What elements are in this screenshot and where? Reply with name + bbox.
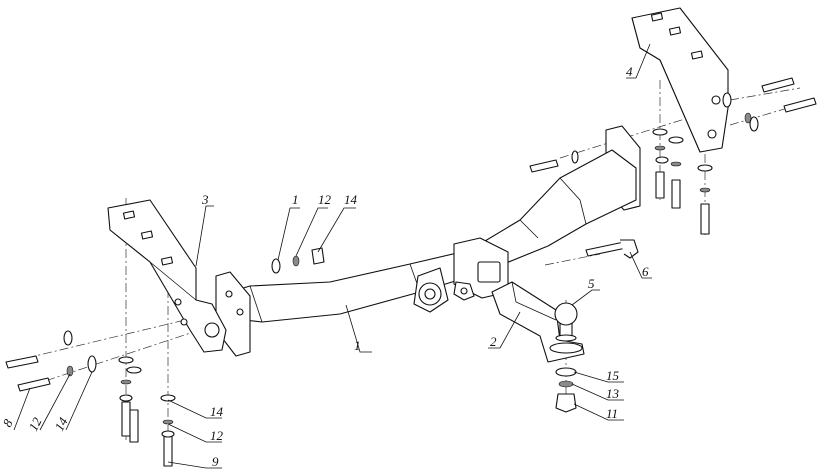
- label-washer-bottom-big: 14: [210, 404, 224, 419]
- ball-hardware: [555, 367, 577, 413]
- label-right-bracket: 4: [626, 64, 633, 79]
- label-washer-bottom: 12: [210, 428, 224, 443]
- label-washer-left-big: 14: [51, 414, 71, 433]
- label-tow-ball: 5: [588, 276, 595, 291]
- label-frame-bar-top: 1: [292, 192, 299, 207]
- right-bracket: [631, 7, 729, 153]
- label-nut-ball: 11: [606, 406, 618, 421]
- part-labels: 1 2 3 4 5 6 8 12 14 12 1 14 14 12 9 15 1…: [0, 64, 649, 469]
- label-washer-top: 12: [318, 192, 332, 207]
- left-vertical-bolts: [118, 356, 176, 467]
- left-bracket: [107, 199, 227, 353]
- label-bolt-left: 8: [0, 416, 16, 429]
- hitch-pin: [585, 239, 639, 259]
- left-bolt-set: [5, 330, 97, 392]
- top-hardware: [271, 247, 325, 274]
- label-left-bracket: 3: [201, 192, 209, 207]
- label-lock-washer-ball: 13: [606, 386, 620, 401]
- label-bolt-bottom: 9: [212, 454, 219, 469]
- ball-mount: [491, 281, 585, 363]
- label-washer-left: 12: [25, 414, 45, 433]
- tow-ball: [554, 302, 578, 342]
- label-nut-top: 14: [344, 192, 358, 207]
- right-vertical-bolts: [652, 128, 713, 235]
- label-ball-mount: 2: [490, 334, 497, 349]
- label-frame-bar: 1: [354, 338, 361, 353]
- label-hitch-pin: 6: [642, 264, 649, 279]
- label-washer-ball: 15: [606, 368, 620, 383]
- right-bolt-set: [529, 77, 817, 173]
- leader-lines: [13, 43, 652, 469]
